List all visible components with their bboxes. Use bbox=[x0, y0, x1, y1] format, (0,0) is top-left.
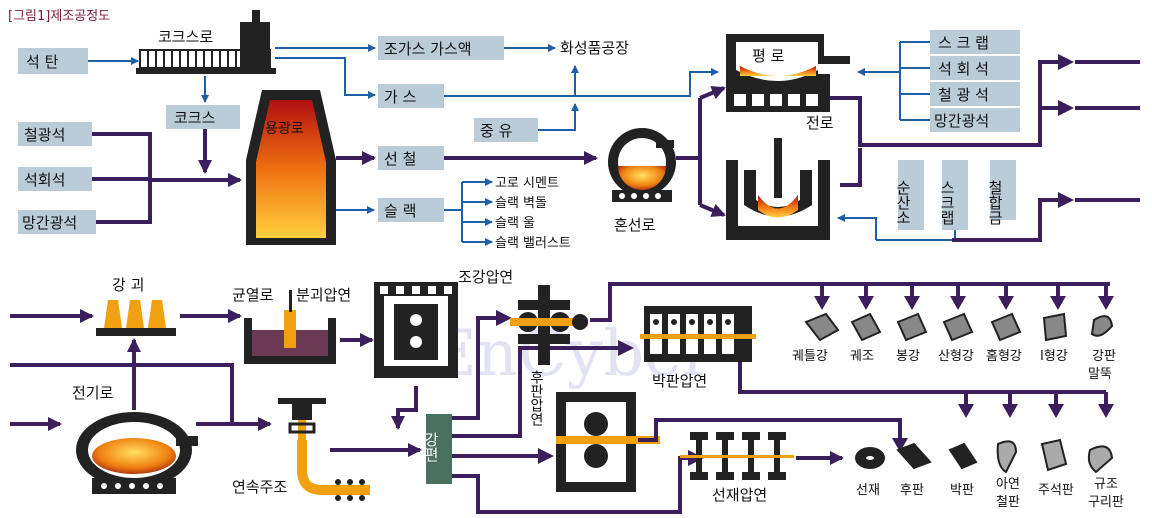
coke-oven-label: 코크스로 bbox=[158, 28, 213, 46]
ingot-label: 강 괴 bbox=[112, 276, 144, 294]
electric-furnace-label: 전기로 bbox=[72, 384, 114, 402]
cv-input-2: 스크랩 bbox=[938, 180, 956, 225]
mixer-icon bbox=[608, 128, 676, 202]
billet-box bbox=[426, 414, 452, 484]
slag-box bbox=[378, 198, 444, 222]
slag-product-2: 슬랙 벽돌 bbox=[495, 196, 547, 211]
coke-oven-icon bbox=[136, 10, 276, 74]
section-2: 궤조 bbox=[850, 349, 874, 364]
coke-gas-box bbox=[378, 36, 504, 60]
coal-box bbox=[18, 48, 88, 74]
wire-rolling-label: 선재압연 bbox=[712, 486, 767, 504]
section-4: 산형강 bbox=[938, 349, 974, 364]
continuous-casting-label: 연속주조 bbox=[232, 478, 287, 496]
electric-furnace-icon bbox=[76, 412, 198, 494]
pig-iron-label: 선 철 bbox=[384, 150, 416, 168]
cv-input-1-box bbox=[898, 160, 924, 230]
oh-input-4-box bbox=[930, 108, 1020, 132]
section-7b: 말뚝 bbox=[1088, 367, 1112, 382]
flat-4b: 철판 bbox=[996, 495, 1020, 510]
oh-input-2-box bbox=[930, 56, 1020, 80]
wire-mill-icon bbox=[680, 432, 794, 480]
manganese-ore-label: 망간광석 bbox=[22, 214, 77, 232]
flat-6: 규조 bbox=[1094, 477, 1118, 492]
blooming-label: 분괴압연 bbox=[296, 286, 351, 304]
blooming-mill-icon bbox=[374, 282, 458, 378]
blast-furnace-label: 용광로 bbox=[265, 121, 304, 137]
oh-input-2: 석 회 석 bbox=[938, 60, 989, 78]
iron-ore-label: 철광석 bbox=[24, 126, 65, 144]
iron-ore-box bbox=[18, 122, 92, 146]
plate-rolling-label: 후판압연 bbox=[528, 370, 544, 426]
gas-box bbox=[378, 84, 444, 108]
billet-label: 강편 bbox=[422, 432, 440, 462]
open-hearth-label: 평 로 bbox=[752, 47, 785, 65]
flat-5: 주석판 bbox=[1038, 483, 1074, 498]
oh-input-3: 철 광 석 bbox=[938, 86, 989, 104]
heavy-oil-label: 중 유 bbox=[480, 122, 513, 140]
flat-products-icons bbox=[855, 438, 1114, 474]
coal-label: 석 탄 bbox=[26, 53, 59, 71]
oh-input-1: 스 크 랩 bbox=[938, 34, 989, 52]
flat-6b: 구리판 bbox=[1088, 495, 1124, 510]
section-rolling-label: 조강압연 bbox=[458, 268, 513, 286]
slag-product-4: 슬랙 밸러스트 bbox=[495, 236, 571, 251]
converter-icon bbox=[726, 138, 830, 240]
coke-box bbox=[166, 105, 240, 129]
plate-mill-icon bbox=[556, 392, 660, 492]
open-hearth-icon bbox=[726, 34, 850, 112]
limestone-label: 석회석 bbox=[24, 171, 65, 189]
soaking-pit-label: 균열로 bbox=[232, 286, 274, 304]
blast-furnace-icon bbox=[246, 90, 336, 245]
flat-2: 후판 bbox=[900, 483, 924, 498]
ingot-icon bbox=[96, 300, 176, 336]
coke-label: 코크스 bbox=[174, 109, 216, 127]
mixer-label: 혼선로 bbox=[614, 216, 656, 234]
continuous-casting-icon bbox=[278, 398, 370, 501]
heavy-oil-box bbox=[474, 118, 538, 142]
oh-input-4: 망간광석 bbox=[934, 112, 989, 130]
section-3: 봉강 bbox=[896, 349, 920, 364]
strip-rolling-label: 박판압연 bbox=[652, 372, 707, 390]
oh-input-3-box bbox=[930, 82, 1020, 106]
cv-input-3: 철합금 bbox=[986, 180, 1004, 225]
section-6: I형강 bbox=[1040, 349, 1068, 364]
flat-1: 선재 bbox=[856, 483, 880, 498]
cv-input-1: 순산소 bbox=[894, 180, 912, 225]
manganese-ore-box bbox=[18, 210, 96, 234]
converter-label: 전로 bbox=[806, 114, 834, 132]
flat-4: 아연 bbox=[996, 477, 1020, 492]
coke-gas-label: 조가스 가스액 bbox=[384, 40, 472, 58]
slag-label: 슬 랙 bbox=[384, 202, 416, 220]
oh-input-1-box bbox=[930, 30, 1020, 54]
soaking-pit-icon bbox=[244, 290, 336, 364]
section-mill-icon bbox=[510, 285, 588, 365]
pig-iron-box bbox=[378, 146, 444, 170]
strip-mill-icon bbox=[640, 306, 756, 362]
section-7: 강판 bbox=[1092, 349, 1116, 364]
flat-3: 박판 bbox=[950, 483, 974, 498]
slag-product-3: 슬랙 울 bbox=[495, 216, 535, 231]
cv-input-3-box bbox=[990, 160, 1016, 220]
section-5: 홈형강 bbox=[986, 349, 1022, 364]
cv-input-2-box bbox=[942, 160, 968, 230]
chem-plant-label: 화성품공장 bbox=[560, 39, 629, 57]
slag-product-1: 고로 시멘트 bbox=[495, 176, 559, 191]
gas-label: 가 스 bbox=[384, 88, 417, 106]
limestone-box bbox=[18, 167, 92, 191]
diagram-title: [그림1]제조공정도 bbox=[8, 9, 110, 24]
section-1: 궤틀강 bbox=[792, 349, 828, 364]
section-products-icons bbox=[804, 312, 1114, 342]
